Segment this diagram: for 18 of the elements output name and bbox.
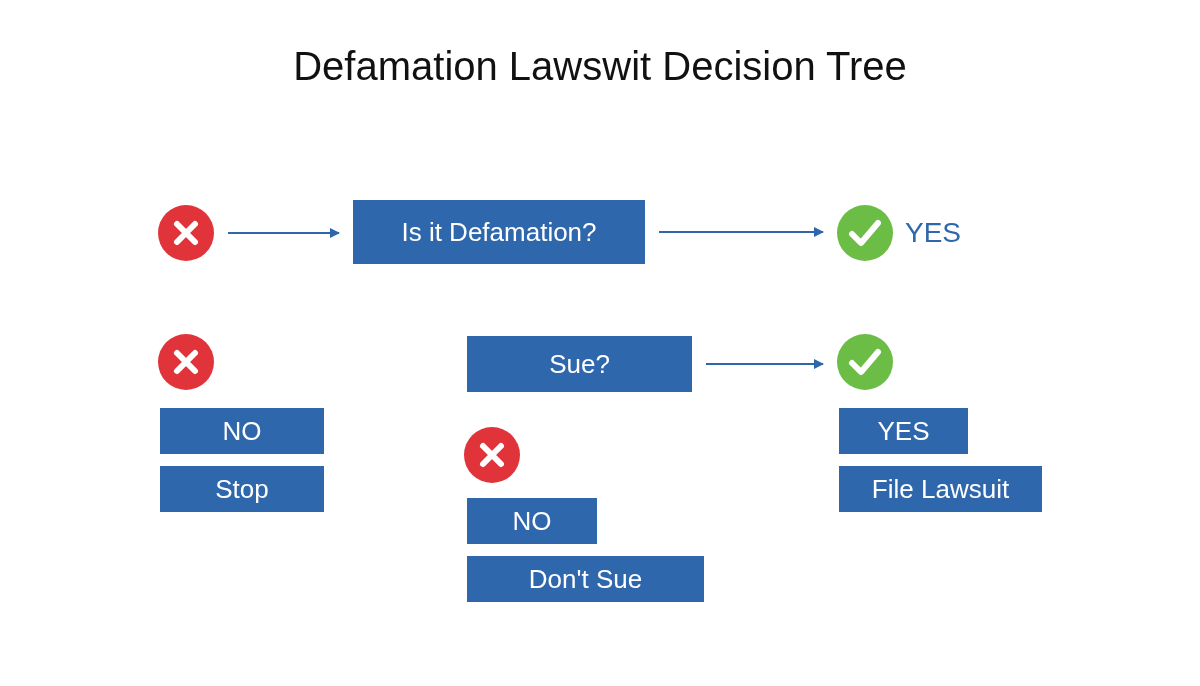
decision-box: NO [467, 498, 597, 544]
decision-box: Is it Defamation? [353, 200, 645, 264]
decision-box: NO [160, 408, 324, 454]
decision-box: File Lawsuit [839, 466, 1042, 512]
check-circle-icon [837, 205, 893, 261]
x-circle-icon [464, 427, 520, 483]
x-circle-icon [158, 334, 214, 390]
answer-label: YES [905, 217, 962, 249]
arrow [227, 228, 340, 238]
check-circle-icon [837, 334, 893, 390]
decision-box: Don't Sue [467, 556, 704, 602]
decision-box: YES [839, 408, 968, 454]
arrow [658, 227, 824, 237]
decision-box: Sue? [467, 336, 692, 392]
x-circle-icon [158, 205, 214, 261]
diagram-title: Defamation Lawswit Decision Tree [292, 44, 908, 89]
decision-box: Stop [160, 466, 324, 512]
arrow [705, 359, 824, 369]
